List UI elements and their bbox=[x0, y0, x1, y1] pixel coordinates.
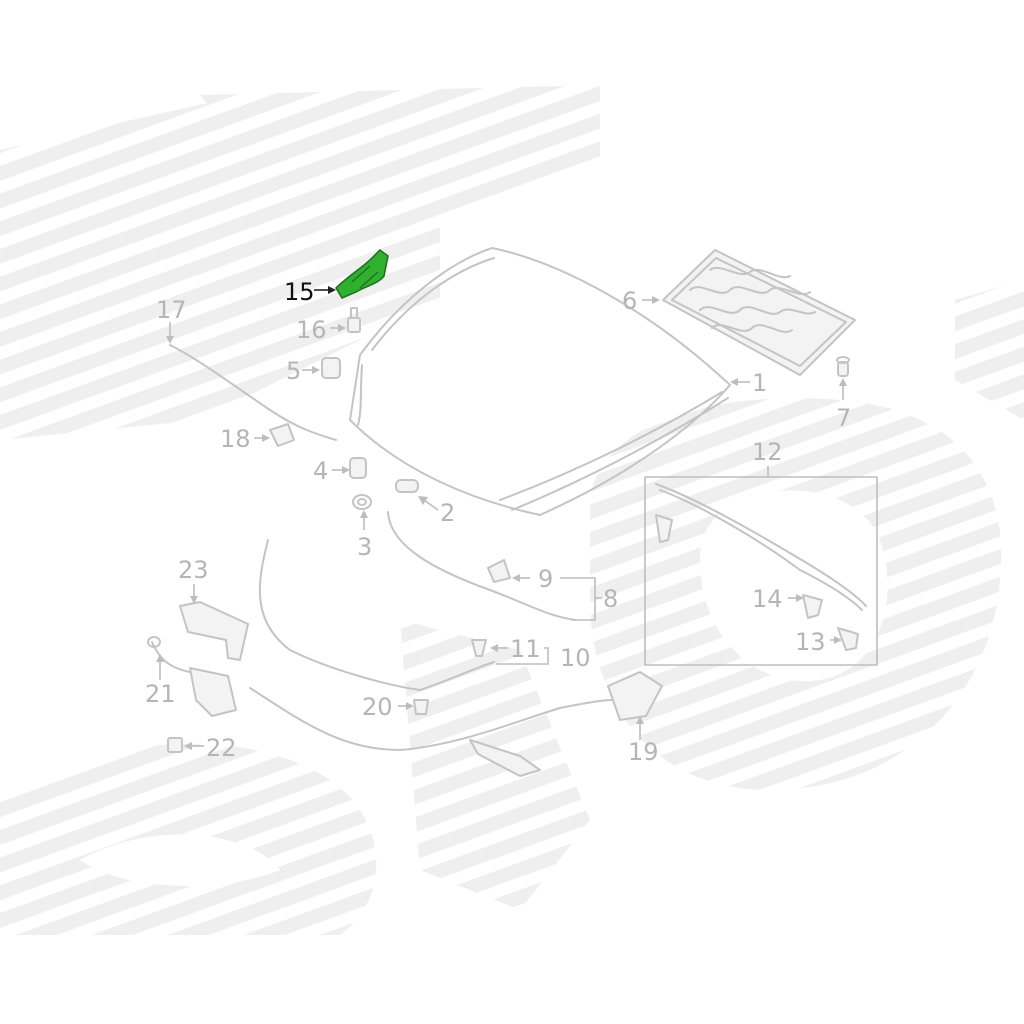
callout-1: 1 bbox=[752, 369, 767, 397]
callout-17: 17 bbox=[156, 296, 187, 324]
callout-5: 5 bbox=[286, 357, 301, 385]
stopper-2 bbox=[395, 479, 419, 493]
callout-9: 9 bbox=[538, 565, 553, 593]
hood-insulator-pad bbox=[662, 249, 856, 376]
release-cable-17 bbox=[169, 344, 337, 441]
callout-18: 18 bbox=[220, 425, 251, 453]
weatherstrip-8 bbox=[387, 511, 576, 621]
pad-clip bbox=[836, 356, 850, 377]
callout-21: 21 bbox=[145, 680, 176, 708]
callout-19: 19 bbox=[628, 738, 659, 766]
bracket-18 bbox=[269, 423, 295, 447]
callout-16: 16 bbox=[296, 316, 327, 344]
callout-15-highlighted: 15 bbox=[284, 278, 315, 306]
seal-clip-13 bbox=[837, 627, 859, 651]
callout-4: 4 bbox=[313, 457, 328, 485]
callout-labels: 1 2 3 4 5 6 7 8 9 10 11 12 13 14 15 16 1… bbox=[145, 278, 851, 766]
leader-lines bbox=[156, 286, 847, 750]
callout-13: 13 bbox=[795, 628, 826, 656]
callout-22: 22 bbox=[206, 734, 237, 762]
seal-10 bbox=[258, 539, 495, 691]
bolt-16 bbox=[347, 307, 361, 333]
callout-11: 11 bbox=[510, 635, 541, 663]
bolt-22 bbox=[167, 737, 183, 753]
rubber-bumper-5 bbox=[321, 357, 341, 379]
callout-7: 7 bbox=[836, 404, 851, 432]
release-lever-19 bbox=[249, 671, 663, 777]
callout-2: 2 bbox=[440, 499, 455, 527]
hood-latch-21 bbox=[147, 636, 237, 717]
callout-20: 20 bbox=[362, 693, 393, 721]
hinge-bracket-highlighted bbox=[335, 249, 389, 299]
bracket-23 bbox=[179, 601, 249, 661]
callout-6: 6 bbox=[622, 287, 637, 315]
callout-23: 23 bbox=[178, 556, 209, 584]
seal-group-box bbox=[644, 476, 878, 666]
seal-clip-14 bbox=[802, 594, 823, 619]
clip-9 bbox=[487, 559, 511, 583]
clip-20 bbox=[413, 699, 429, 715]
callout-10: 10 bbox=[560, 644, 591, 672]
callout-3: 3 bbox=[357, 533, 372, 561]
callout-14: 14 bbox=[752, 585, 783, 613]
callout-8: 8 bbox=[603, 585, 618, 613]
clip-11 bbox=[471, 639, 487, 657]
grommet-3 bbox=[352, 494, 372, 510]
hood-panel bbox=[349, 247, 731, 516]
callout-12: 12 bbox=[752, 438, 783, 466]
rubber-bumper-4 bbox=[349, 457, 367, 479]
